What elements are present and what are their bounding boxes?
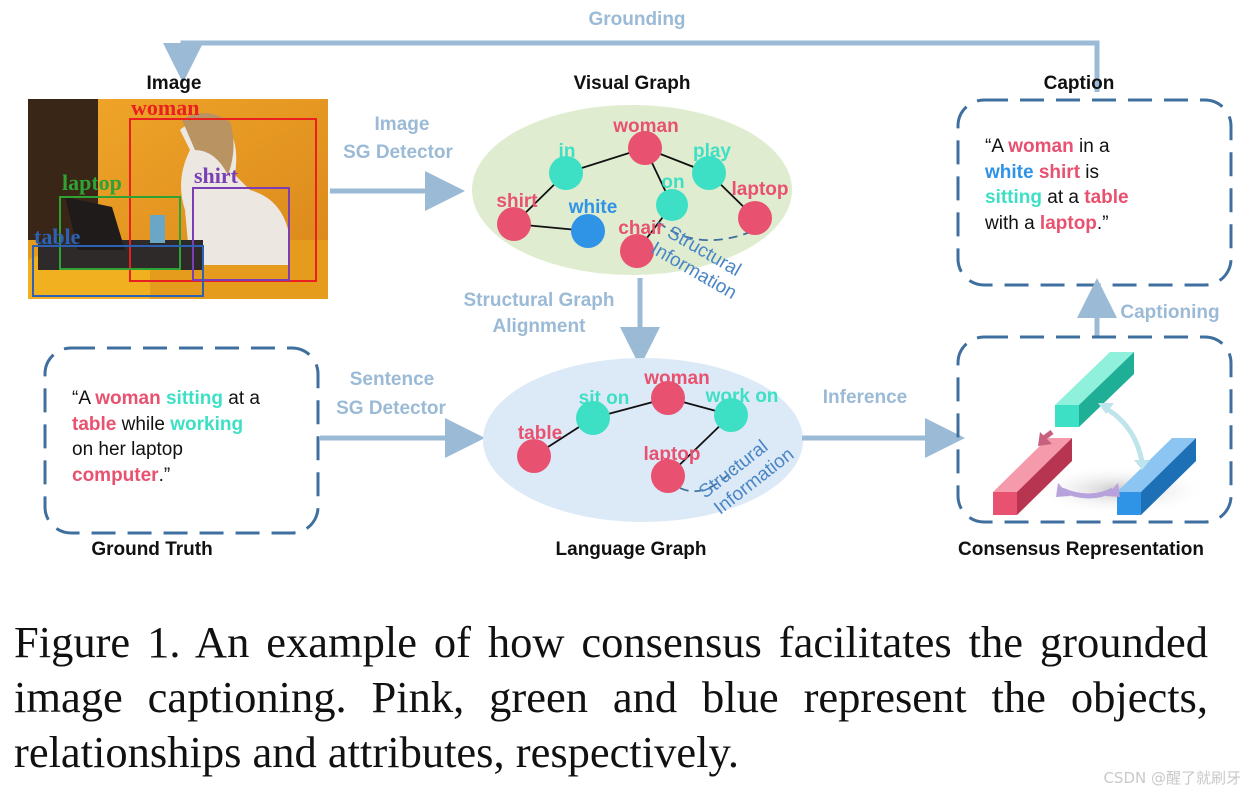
- lg-node-sit-on: [576, 401, 610, 435]
- figure-caption: Figure 1. An example of how consensus fa…: [14, 617, 1208, 777]
- caption-text: “A woman in a white shirt is sitting at …: [984, 136, 1129, 234]
- alignment-label-1: Structural Graph: [464, 290, 615, 311]
- svg-text:“A woman in a: “A woman in a: [985, 136, 1110, 157]
- language-graph-header: Language Graph: [556, 539, 707, 560]
- lg-node-woman: [651, 381, 685, 415]
- consensus-header: Consensus Representation: [958, 539, 1204, 560]
- vg-label-woman: woman: [612, 116, 678, 137]
- input-photo: woman laptop shirt table: [28, 95, 328, 299]
- ground-truth-box: [43, 346, 320, 535]
- grounding-label: Grounding: [588, 9, 685, 30]
- lg-label-laptop: laptop: [644, 444, 701, 465]
- ground-truth-header: Ground Truth: [91, 539, 212, 560]
- lg-label-work-on: work on: [705, 386, 779, 407]
- ground-truth-text: “A woman sitting at a table while workin…: [72, 388, 260, 486]
- vg-node-laptop: [738, 201, 772, 235]
- visual-graph: woman in play on laptop shirt white chai…: [472, 105, 792, 304]
- lg-label-sit-on: sit on: [579, 388, 630, 409]
- sentence-sg-label-2: SG Detector: [336, 398, 446, 419]
- sentence-sg-label-1: Sentence: [350, 369, 434, 390]
- vg-node-woman: [628, 131, 662, 165]
- watermark: CSDN @醒了就刷牙: [1103, 769, 1241, 787]
- svg-text:table while working: table while working: [72, 414, 243, 435]
- vg-node-white: [571, 214, 605, 248]
- lg-label-woman: woman: [643, 368, 709, 389]
- caption-header: Caption: [1044, 73, 1115, 94]
- lg-node-table: [517, 439, 551, 473]
- lg-label-table: table: [518, 423, 562, 444]
- vg-label-laptop: laptop: [732, 179, 789, 200]
- vg-node-chair: [620, 234, 654, 268]
- lg-node-laptop: [651, 459, 685, 493]
- vg-node-shirt: [497, 207, 531, 241]
- image-header: Image: [147, 73, 202, 94]
- svg-text:white shirt is: white shirt is: [984, 162, 1099, 183]
- vg-label-shirt: shirt: [496, 191, 538, 212]
- vg-label-chair: chair: [618, 218, 664, 239]
- captioning-label: Captioning: [1120, 302, 1219, 323]
- photo-label-laptop: laptop: [62, 170, 122, 195]
- vg-label-play: play: [693, 141, 731, 162]
- photo-label-shirt: shirt: [194, 163, 239, 188]
- language-graph: woman sit on work on table laptop Struct…: [483, 358, 803, 522]
- photo-label-table: table: [34, 224, 81, 249]
- alignment-label-2: Alignment: [493, 316, 587, 337]
- consensus-box: [956, 335, 1233, 524]
- svg-text:on her laptop: on her laptop: [72, 439, 183, 460]
- diagram: Grounding Image Visual Graph Caption Gro…: [28, 9, 1233, 560]
- svg-text:“A woman sitting at a: “A woman sitting at a: [72, 388, 260, 409]
- vg-label-white: white: [568, 197, 618, 218]
- lg-node-work-on: [714, 398, 748, 432]
- vg-node-play: [692, 156, 726, 190]
- photo-label-woman: woman: [131, 95, 199, 120]
- inference-label: Inference: [823, 387, 907, 408]
- grounding-arrow: [163, 40, 1100, 92]
- image-sg-label-1: Image: [375, 114, 430, 135]
- vg-label-on: on: [661, 172, 684, 193]
- diagram-canvas: Grounding Image Visual Graph Caption Gro…: [28, 9, 1233, 560]
- vg-node-on: [656, 189, 688, 221]
- svg-text:sitting at a table: sitting at a table: [985, 187, 1129, 208]
- visual-graph-header: Visual Graph: [574, 73, 691, 94]
- consensus-bars: [993, 352, 1210, 515]
- svg-text:with a laptop.”: with a laptop.”: [984, 213, 1109, 234]
- vg-node-in: [549, 156, 583, 190]
- image-sg-label-2: SG Detector: [343, 142, 453, 163]
- vg-label-in: in: [559, 141, 576, 162]
- svg-text:computer.”: computer.”: [72, 465, 170, 486]
